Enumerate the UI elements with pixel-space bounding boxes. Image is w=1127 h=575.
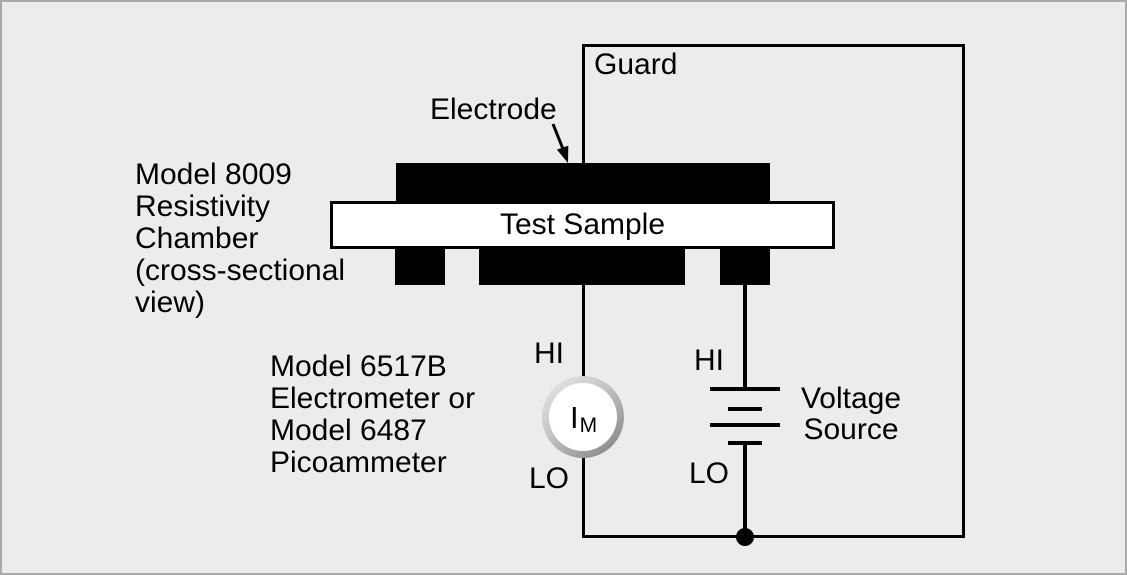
instrument-caption-line: Model 6487 bbox=[270, 414, 427, 447]
voltage-source-lo-label: LO bbox=[689, 457, 730, 490]
ammeter-hi-label: HI bbox=[534, 337, 564, 370]
ammeter-lo-label: LO bbox=[529, 462, 570, 495]
ammeter-symbol: I bbox=[569, 399, 579, 435]
voltage-source-hi-wire bbox=[743, 283, 747, 389]
battery-icon bbox=[728, 441, 762, 445]
battery-icon bbox=[710, 387, 780, 391]
electrode-label: Electrode bbox=[430, 93, 557, 126]
bottom-guard-electrode-right bbox=[720, 249, 770, 285]
bottom-guard-electrode-left bbox=[395, 249, 445, 285]
instrument-caption: Model 6517B Electrometer or Model 6487 P… bbox=[270, 351, 475, 479]
voltage-source-caption: Voltage Source bbox=[781, 383, 921, 445]
top-electrode-bar bbox=[396, 163, 770, 201]
guard-box-outline bbox=[582, 44, 965, 538]
chamber-caption: Model 8009 Resistivity Chamber (cross-se… bbox=[135, 159, 345, 319]
chamber-caption-line: (cross-sectional bbox=[135, 254, 346, 287]
voltage-source-caption-line: Source bbox=[803, 413, 899, 446]
bottom-measure-electrode bbox=[479, 249, 685, 285]
junction-dot bbox=[736, 528, 754, 546]
voltage-source-hi-label: HI bbox=[694, 344, 724, 377]
voltage-source-caption-line: Voltage bbox=[800, 382, 902, 415]
ammeter-symbol-subscript: M bbox=[579, 413, 598, 437]
instrument-caption-line: Electrometer or bbox=[270, 382, 476, 415]
instrument-caption-line: Model 6517B bbox=[270, 350, 447, 383]
battery-icon bbox=[728, 407, 762, 411]
chamber-caption-line: Model 8009 bbox=[135, 158, 292, 191]
test-sample-label: Test Sample bbox=[499, 208, 666, 241]
battery-icon bbox=[710, 423, 780, 427]
instrument-caption-line: Picoammeter bbox=[270, 446, 447, 479]
guard-label: Guard bbox=[594, 48, 678, 81]
test-sample-bar: Test Sample bbox=[330, 201, 835, 249]
chamber-caption-line: Chamber bbox=[135, 222, 259, 255]
chamber-caption-line: Resistivity bbox=[135, 190, 271, 223]
chamber-caption-line: view) bbox=[135, 286, 206, 319]
voltage-source-lo-wire bbox=[743, 445, 747, 537]
